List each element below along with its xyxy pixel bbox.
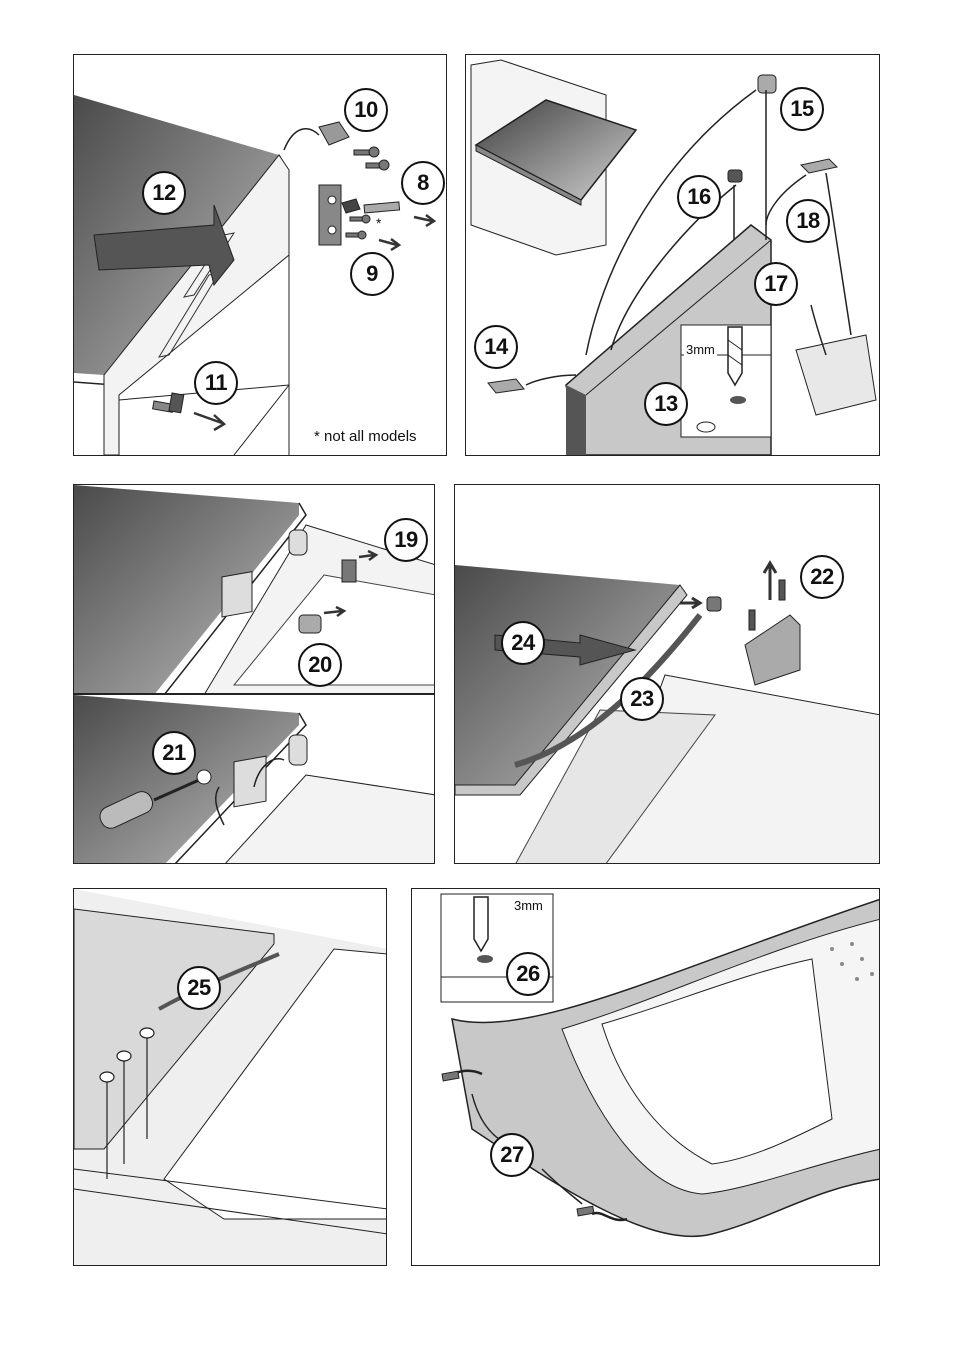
panel-step-21: 21 [73, 694, 435, 864]
drill-bit-icon [727, 326, 743, 387]
step-callout-19: 19 [384, 518, 428, 562]
drill-bit-icon [473, 896, 489, 953]
hinge-block [233, 755, 267, 808]
step-callout-18: 18 [786, 199, 830, 243]
panel-step-26-27: 26 27 3mm [411, 888, 880, 1266]
hinge-cover [318, 121, 350, 146]
panel-step-25: 25 [73, 888, 387, 1266]
hinge-bracket-22 [744, 614, 801, 686]
step-callout-11: 11 [194, 361, 238, 405]
bushing-20 [298, 614, 322, 634]
drill-size-label: 3mm [512, 898, 545, 913]
panel-step-13-18: 15 16 18 17 14 13 3mm [465, 54, 880, 456]
panel-step-19-20: 19 20 [73, 484, 435, 694]
plug-15 [757, 74, 777, 94]
panel-2-illustration [470, 59, 877, 455]
step-callout-27: 27 [490, 1133, 534, 1177]
cover-14 [487, 378, 525, 394]
cabinet-side [103, 154, 290, 455]
step-callout-13: 13 [644, 382, 688, 426]
screwdriver-handle [99, 791, 154, 829]
panel-4-illustration [74, 695, 434, 863]
cover-18 [799, 158, 839, 174]
hinge-bracket [318, 184, 342, 246]
hinge-plate-19 [341, 559, 357, 583]
door-panel [74, 485, 299, 693]
step-callout-23: 23 [620, 677, 664, 721]
step-callout-15: 15 [780, 87, 824, 131]
screwdriver-shaft [153, 778, 200, 802]
accessory-bag [795, 334, 877, 416]
step-callout-26: 26 [506, 952, 550, 996]
step-callout-12: 12 [142, 171, 186, 215]
panel-6-illustration [74, 889, 386, 1265]
step-callout-25: 25 [177, 966, 221, 1010]
hinge-block [221, 571, 253, 618]
step-callout-16: 16 [677, 175, 721, 219]
step-callout-24: 24 [501, 621, 545, 665]
step-callout-8: 8 [401, 161, 445, 205]
asterisk-marker: * [376, 215, 382, 231]
slide-arrow-12 [93, 204, 235, 287]
insert-arrow-25 [158, 952, 280, 1011]
panel-step-8-12: 12 10 8 9 11 * * not all models [73, 54, 447, 456]
step-callout-20: 20 [298, 643, 342, 687]
panel-3-illustration [74, 485, 434, 693]
step-callout-9: 9 [350, 252, 394, 296]
drill-size-label: 3mm [684, 342, 717, 357]
panel-1-illustration [74, 95, 437, 455]
panel-7-illustration [440, 893, 879, 1238]
step-callout-10: 10 [344, 88, 388, 132]
bolt-8 [363, 201, 401, 214]
door-panel [74, 695, 299, 863]
door-panel [455, 565, 680, 785]
screw-27-bottom [576, 1205, 595, 1217]
footnote-not-all-models: * not all models [314, 428, 417, 445]
panel-step-22-24: 22 24 23 [454, 484, 880, 864]
step-callout-21: 21 [152, 731, 196, 775]
panel-5-illustration [455, 560, 879, 863]
step-callout-17: 17 [754, 262, 798, 306]
step-callout-22: 22 [800, 555, 844, 599]
step-callout-14: 14 [474, 325, 518, 369]
screw-27-top [441, 1070, 460, 1082]
cap-16 [727, 169, 743, 183]
